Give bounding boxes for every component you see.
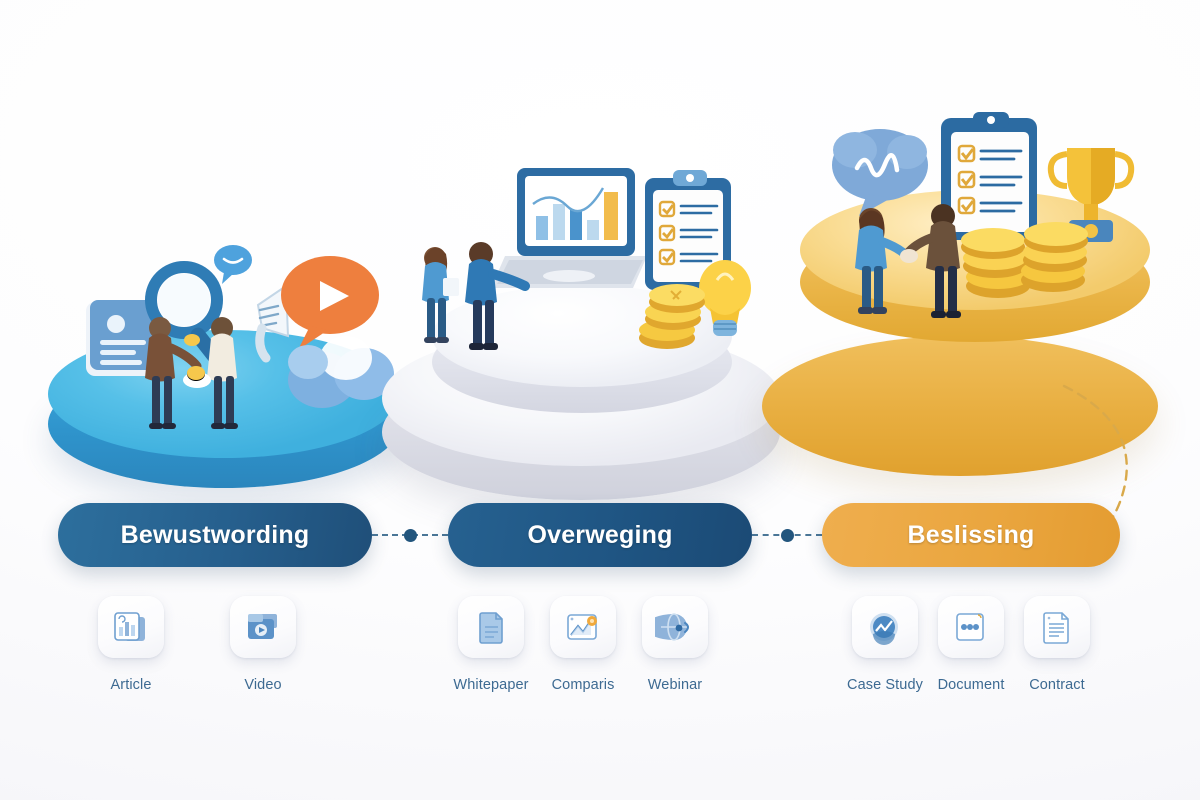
- case-study-icon: [870, 613, 898, 645]
- webinar-icon: [655, 613, 689, 641]
- asset-group-consideration: Whitepaper Comparis: [453, 596, 711, 693]
- video-icon: [248, 614, 277, 639]
- asset-article[interactable]: Article: [95, 596, 167, 693]
- platform-awareness: [48, 330, 400, 488]
- stage-label-row: Bewustwording Overweging Beslissing: [0, 503, 1200, 567]
- platform-consideration-upper: [432, 285, 732, 413]
- asset-card-article[interactable]: [98, 596, 164, 658]
- asset-label-video: Video: [244, 677, 282, 693]
- platform-decision-upper: [800, 190, 1150, 342]
- asset-case-study[interactable]: Case Study: [847, 596, 923, 693]
- asset-card-case-study[interactable]: [852, 596, 918, 658]
- asset-group-decision: Case Study Document: [847, 596, 1090, 693]
- asset-label-comparison: Comparis: [551, 677, 615, 693]
- asset-card-video[interactable]: [230, 596, 296, 658]
- stage-connector-dot-2: [781, 529, 794, 542]
- asset-document[interactable]: Document: [938, 596, 1004, 693]
- asset-contract[interactable]: Contract: [1024, 596, 1090, 693]
- stage-connector-dot-1: [404, 529, 417, 542]
- platform-decision-upper-top: [800, 190, 1150, 310]
- laptop-chart-icon: [491, 168, 647, 288]
- asset-comparison[interactable]: Comparis: [547, 596, 619, 693]
- platform-awareness-top: [48, 330, 400, 458]
- platform-decision-lower: [762, 300, 1158, 476]
- asset-card-whitepaper[interactable]: [458, 596, 524, 658]
- stage-pill-consideration[interactable]: Overweging: [448, 503, 752, 567]
- stage-pill-decision[interactable]: Beslissing: [822, 503, 1120, 567]
- asset-label-whitepaper: Whitepaper: [453, 677, 529, 693]
- stage-pill-awareness-label: Bewustwording: [120, 520, 310, 549]
- comparison-chart-icon: [567, 614, 597, 640]
- asset-card-document[interactable]: [938, 596, 1004, 658]
- document-icon: [956, 613, 984, 641]
- asset-label-document: Document: [937, 677, 1005, 693]
- asset-card-contract[interactable]: [1024, 596, 1090, 658]
- asset-label-case-study: Case Study: [847, 677, 923, 693]
- stage-pill-decision-label: Beslissing: [907, 520, 1035, 549]
- asset-whitepaper[interactable]: Whitepaper: [453, 596, 529, 693]
- asset-card-comparison[interactable]: [550, 596, 616, 658]
- asset-video[interactable]: Video: [227, 596, 299, 693]
- stage-pill-consideration-label: Overweging: [527, 520, 673, 549]
- asset-card-webinar[interactable]: [642, 596, 708, 658]
- asset-label-webinar: Webinar: [647, 677, 703, 693]
- platform-decision-lower-side: [762, 336, 1158, 476]
- asset-group-awareness: Article Video: [95, 596, 299, 693]
- asset-label-article: Article: [110, 677, 152, 693]
- stage-pill-awareness[interactable]: Bewustwording: [58, 503, 372, 567]
- platform-consideration-upper-top: [432, 285, 732, 387]
- contract-icon: [1043, 612, 1069, 644]
- clipboard-checklist-icon: [645, 170, 731, 290]
- whitepaper-icon: [479, 612, 503, 644]
- asset-webinar[interactable]: Webinar: [639, 596, 711, 693]
- speech-bubble-icon: [214, 245, 252, 284]
- article-icon: [114, 612, 145, 641]
- asset-label-contract: Contract: [1029, 677, 1085, 693]
